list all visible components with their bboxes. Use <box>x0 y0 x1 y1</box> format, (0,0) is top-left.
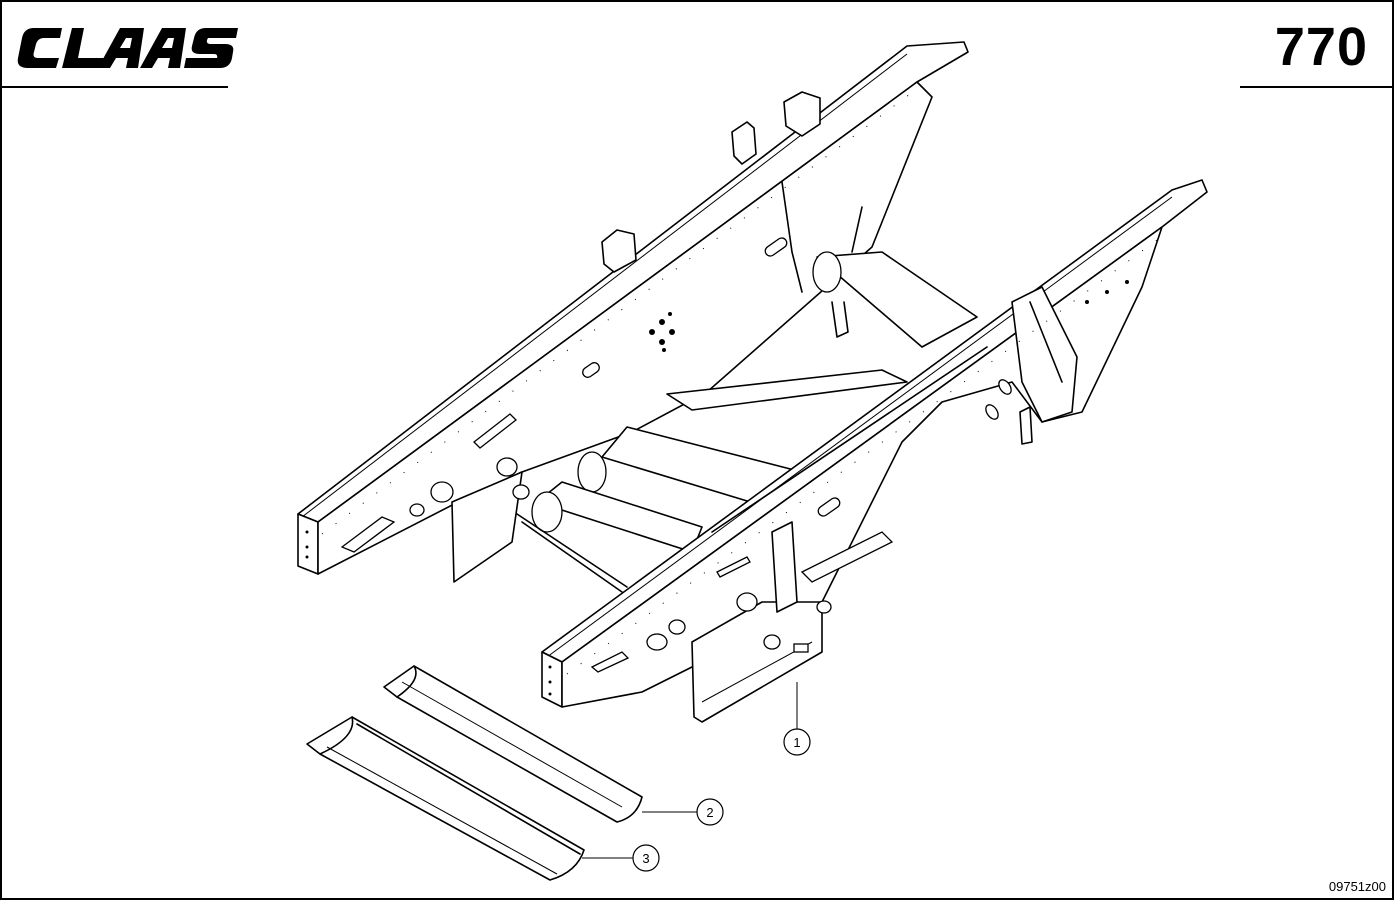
callout-3-label: 3 <box>642 851 649 866</box>
left-side-member <box>297 41 969 583</box>
callout-2-circle[interactable] <box>696 798 724 826</box>
page-number: 770 <box>1274 17 1368 77</box>
drawing-id: 09751z00 <box>1328 879 1386 894</box>
callout-3[interactable]: 3 <box>582 844 660 872</box>
bolt-pattern <box>305 312 675 559</box>
callout-1-label: 1 <box>793 735 800 750</box>
callout-3-circle[interactable] <box>632 844 660 872</box>
cross-members <box>516 251 978 593</box>
claas-logo-mark <box>17 28 238 68</box>
shell-part-3 <box>306 716 585 881</box>
header-rule-left <box>2 86 228 88</box>
header-rule-right <box>1240 86 1392 88</box>
claas-logo <box>16 24 241 72</box>
callout-2-label: 2 <box>706 805 713 820</box>
callout-1-circle[interactable] <box>783 728 811 756</box>
shell-part-2 <box>383 665 643 823</box>
right-side-member <box>541 179 1208 723</box>
callout-2[interactable]: 2 <box>642 798 724 826</box>
callout-1[interactable]: 1 <box>783 682 811 756</box>
